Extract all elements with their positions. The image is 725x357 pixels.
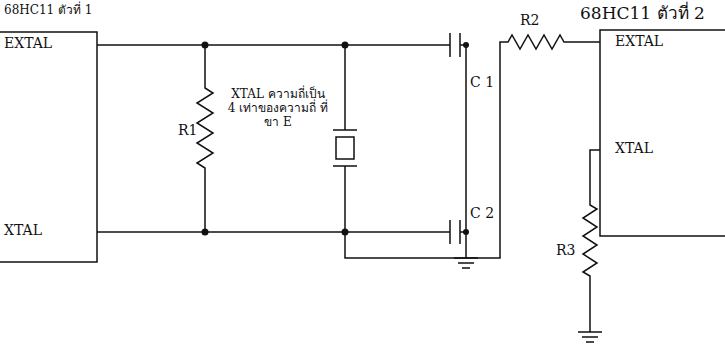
crystal-symbol — [333, 45, 357, 232]
wire — [97, 231, 450, 233]
junction-dot — [342, 42, 349, 49]
part-name: R3 — [556, 242, 575, 258]
part-name: C 2 — [470, 205, 494, 221]
part-name: R1 — [178, 122, 197, 138]
pin-name: EXTAL — [615, 33, 663, 49]
junction-dot — [463, 42, 469, 48]
chip-outline — [600, 30, 725, 236]
crystal-symbol — [336, 137, 354, 159]
pin-name: XTAL — [4, 222, 42, 238]
note-text: XTAL ความถี่เป็น 4 เท่าของความถี่ ที่ขา … — [226, 88, 330, 129]
pin-name: XTAL — [615, 140, 653, 156]
wire — [97, 44, 450, 46]
pin-name: EXTAL — [4, 35, 52, 51]
resistor-symbol — [578, 150, 602, 342]
chip-outline — [0, 32, 97, 262]
junction-dot — [202, 42, 209, 49]
junction-dot — [202, 229, 209, 236]
chip-title: 68HC11 ตัวที่ 1 — [4, 4, 92, 18]
resistor-symbol — [197, 45, 213, 232]
junction-dot — [342, 229, 349, 236]
chip-box: 68HC11 ตัวที่ 2 EXTAL XTAL — [570, 0, 725, 240]
part-name: R2 — [520, 12, 539, 28]
chip-box: 68HC11 ตัวที่ 1 EXTAL XTAL — [0, 0, 120, 265]
resistor-symbol — [345, 35, 600, 258]
part-name: C 1 — [470, 74, 494, 90]
junction-dot — [463, 229, 469, 235]
chip-title: 68HC11 ตัวที่ 2 — [580, 4, 705, 24]
